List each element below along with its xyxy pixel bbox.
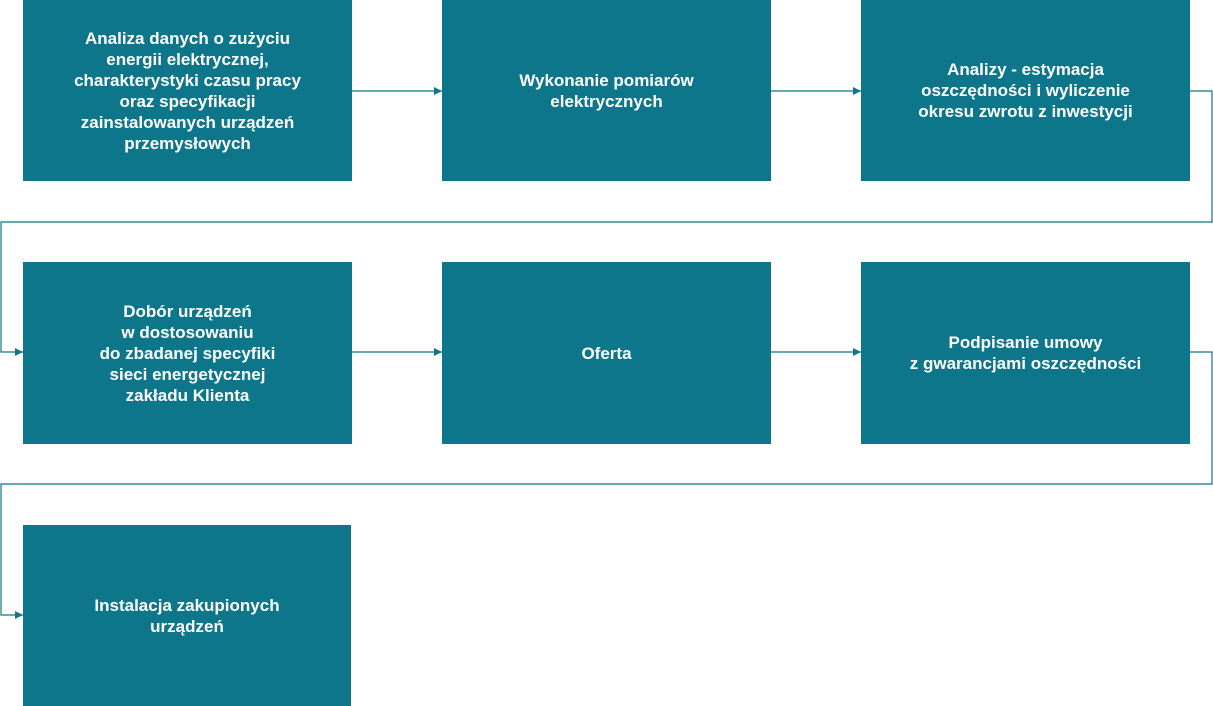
- step-box-device-selection: Dobór urządzeń w dostosowaniu do zbadane…: [23, 262, 352, 444]
- step-box-contract-signing: Podpisanie umowy z gwarancjami oszczędno…: [861, 262, 1190, 444]
- step-box-offer: Oferta: [442, 262, 771, 444]
- step-label: Analizy - estymacja oszczędności i wylic…: [918, 60, 1133, 121]
- step-label: Wykonanie pomiarów elektrycznych: [519, 70, 694, 111]
- step-label: Podpisanie umowy z gwarancjami oszczędno…: [909, 333, 1142, 373]
- step-label: Analiza danych o zużyciu energii elektry…: [74, 28, 301, 153]
- step-box-savings-analysis: Analizy - estymacja oszczędności i wylic…: [861, 0, 1190, 181]
- connector-s6-s7: [0, 351, 1213, 619]
- connector-s3-s4: [0, 90, 1213, 356]
- step-label: Dobór urządzeń w dostosowaniu do zbadane…: [99, 301, 276, 405]
- step-box-data-analysis: Analiza danych o zużyciu energii elektry…: [23, 0, 352, 181]
- step-box-measurements: Wykonanie pomiarów elektrycznych: [442, 0, 771, 181]
- step-label: Oferta: [581, 343, 632, 363]
- step-label: Instalacja zakupionych urządzeń: [94, 595, 280, 636]
- step-box-installation: Instalacja zakupionych urządzeń: [23, 525, 351, 706]
